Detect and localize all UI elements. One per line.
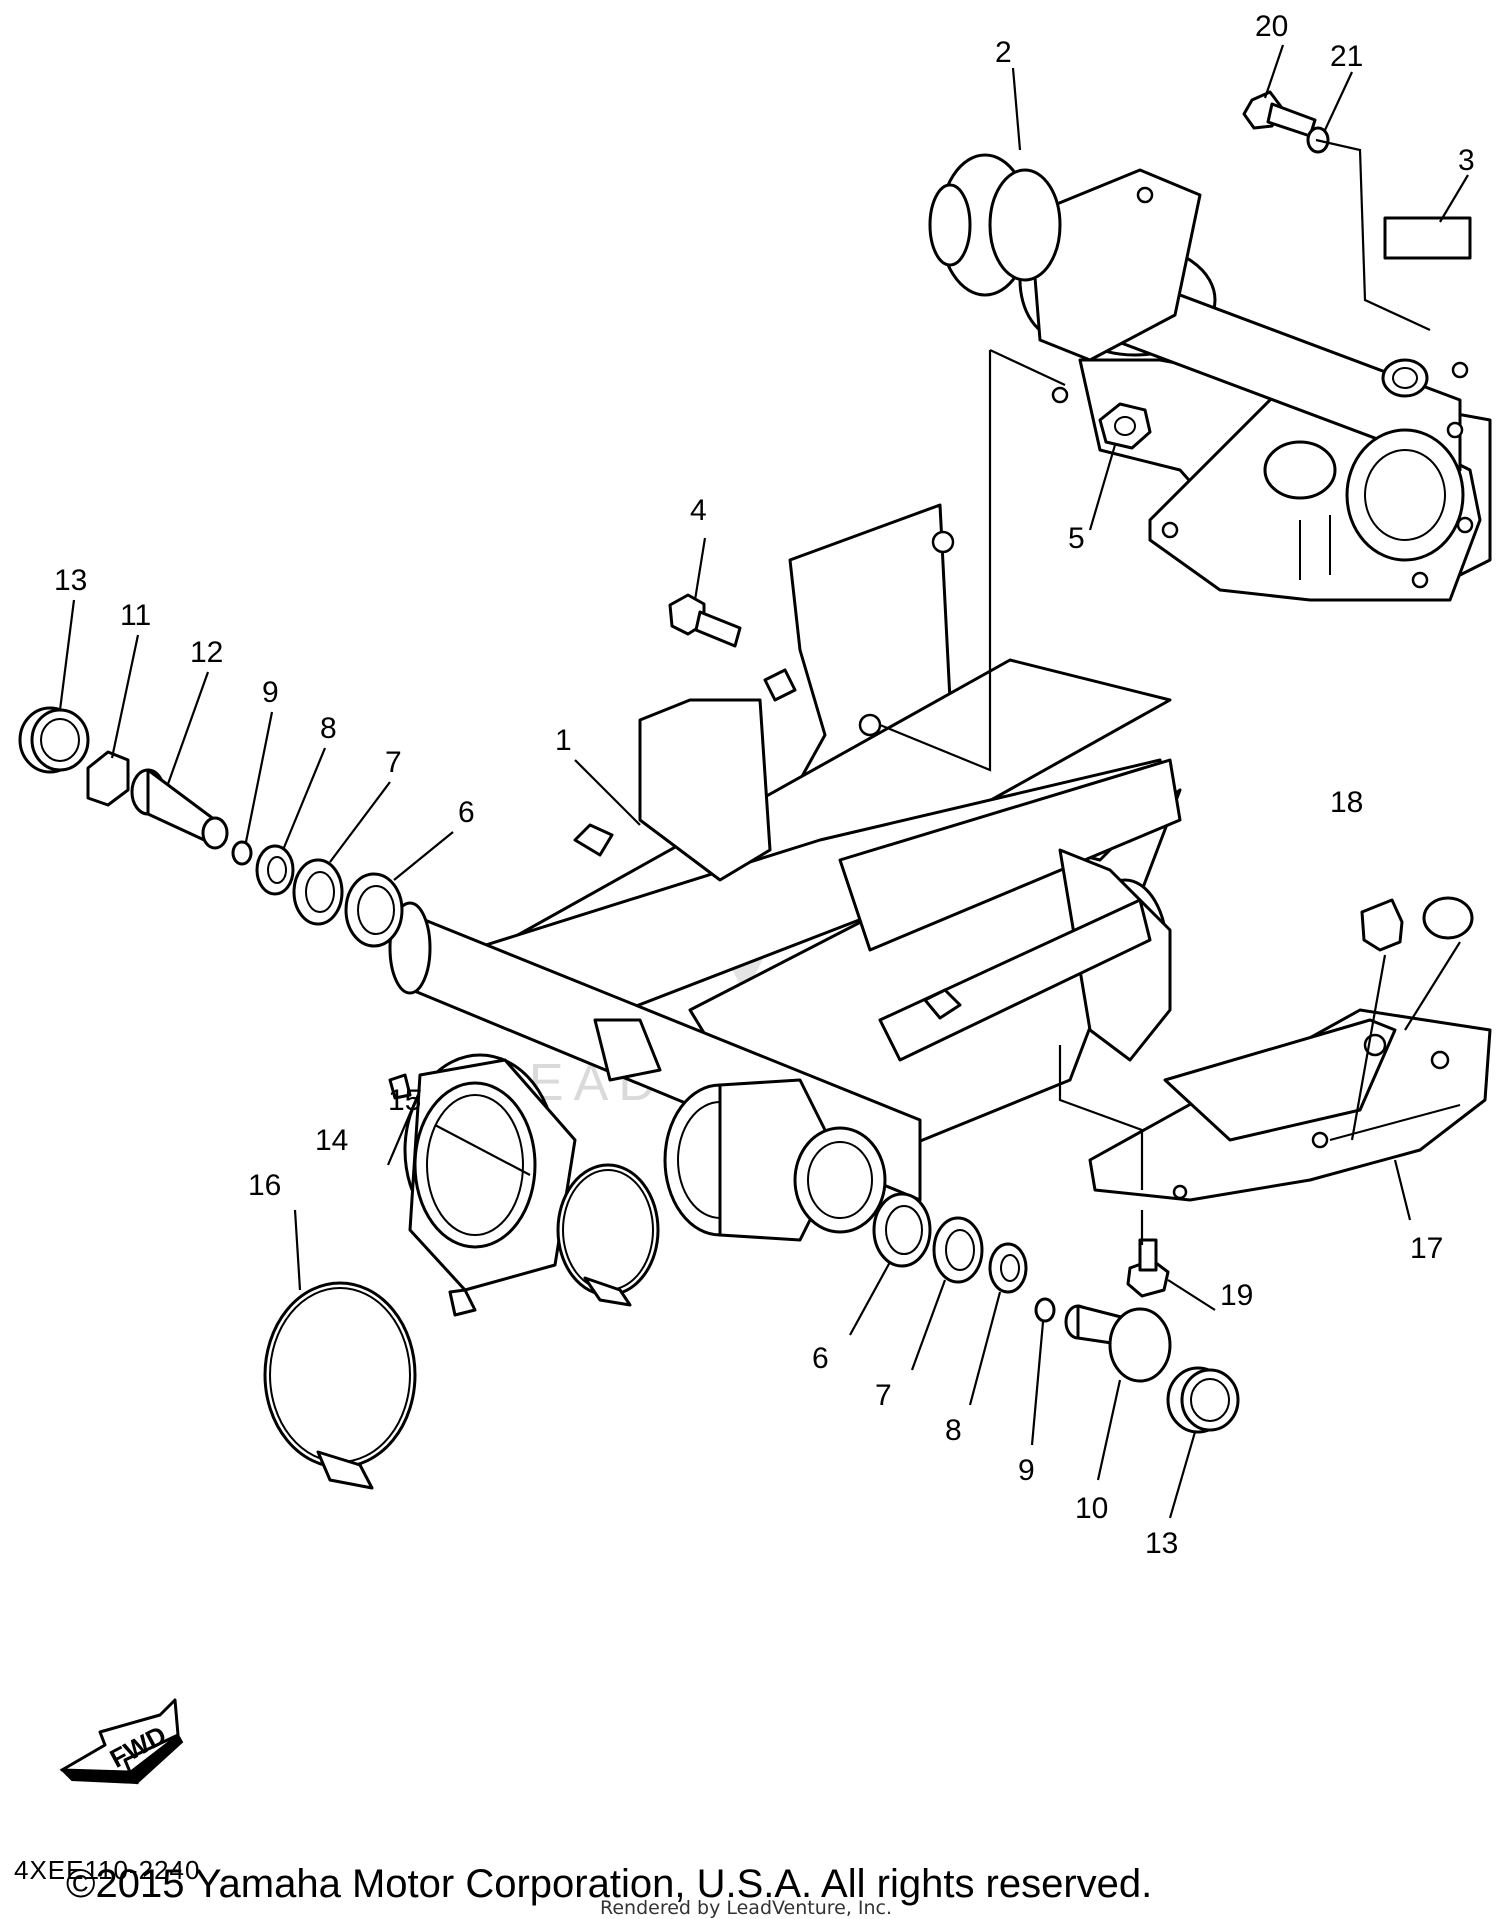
callout-6-left: 6 bbox=[458, 796, 475, 829]
axle-hub-part-2 bbox=[928, 153, 1492, 602]
callout-13-right: 13 bbox=[1145, 1527, 1178, 1560]
clip-icon bbox=[923, 988, 962, 1020]
swing-arm-part-1 bbox=[388, 503, 1182, 1242]
callout-14: 14 bbox=[315, 1124, 348, 1157]
callout-2: 2 bbox=[995, 36, 1012, 69]
callout-15: 15 bbox=[388, 1084, 421, 1117]
callout-17: 17 bbox=[1410, 1232, 1443, 1265]
bushing-part-8-right bbox=[988, 1242, 1028, 1294]
callout-9-left: 9 bbox=[262, 676, 279, 709]
clamp-part-16 bbox=[263, 1281, 417, 1490]
pivot-shaft-part-10 bbox=[1064, 1304, 1172, 1383]
callout-7-right: 7 bbox=[875, 1379, 892, 1412]
fwd-arrow-icon: FWD bbox=[59, 1698, 184, 1785]
oring-part-9-right bbox=[1034, 1297, 1056, 1323]
cap-part-13-left bbox=[18, 706, 90, 774]
callout-7-left: 7 bbox=[385, 746, 402, 779]
clip-icon bbox=[573, 823, 614, 857]
guard-part-17 bbox=[1088, 1008, 1492, 1202]
callout-1: 1 bbox=[555, 724, 572, 757]
cap-part-13-right bbox=[1166, 1366, 1240, 1434]
callout-13-left: 13 bbox=[54, 564, 87, 597]
callout-16: 16 bbox=[248, 1169, 281, 1202]
callout-21: 21 bbox=[1330, 40, 1363, 73]
callout-8-left: 8 bbox=[320, 712, 337, 745]
clip-icon bbox=[763, 668, 797, 702]
plug-part-18-a bbox=[1360, 898, 1404, 952]
callout-12: 12 bbox=[190, 636, 223, 669]
pivot-shaft-part-12 bbox=[130, 768, 229, 850]
bolt-part-4 bbox=[668, 593, 742, 648]
bolt-part-20 bbox=[1242, 90, 1317, 138]
callout-10: 10 bbox=[1075, 1492, 1108, 1525]
boot-part-14 bbox=[388, 1053, 577, 1317]
bolt-part-19 bbox=[1126, 1238, 1170, 1298]
callout-9-right: 9 bbox=[1018, 1454, 1035, 1487]
callout-5: 5 bbox=[1068, 522, 1085, 555]
callout-4: 4 bbox=[690, 494, 707, 527]
oil-seal-part-7-right bbox=[932, 1216, 984, 1284]
callout-6-right: 6 bbox=[812, 1342, 829, 1375]
clamp-part-15 bbox=[556, 1163, 660, 1307]
bushing-part-8-left bbox=[255, 844, 295, 896]
collar-part-11 bbox=[86, 750, 130, 807]
oil-seal-part-7-left bbox=[292, 858, 344, 926]
plug-part-18-b bbox=[1422, 896, 1474, 940]
copyright-notice: ©2015 Yamaha Motor Corporation, U.S.A. A… bbox=[66, 1862, 1153, 1906]
callout-18: 18 bbox=[1330, 786, 1363, 819]
rendered-by-credit: Rendered by LeadVenture, Inc. bbox=[600, 1897, 893, 1919]
diagram-code: 4XEE110-2240 bbox=[14, 1855, 201, 1885]
reference-lines bbox=[879, 138, 1461, 1245]
callout-20: 20 bbox=[1255, 10, 1288, 43]
nut-part-5 bbox=[1098, 402, 1152, 450]
callout-3: 3 bbox=[1458, 144, 1475, 177]
callout-8-right: 8 bbox=[945, 1414, 962, 1447]
callout-labels: 2 20 21 3 5 4 1 13 11 12 9 8 7 6 15 14 1… bbox=[54, 10, 1475, 1560]
label-part-3 bbox=[1383, 216, 1472, 260]
oring-part-9-left bbox=[231, 840, 253, 866]
bearing-part-6-right bbox=[872, 1192, 932, 1268]
callout-11: 11 bbox=[120, 599, 151, 632]
callout-19: 19 bbox=[1220, 1279, 1253, 1312]
bearing-part-6-left bbox=[344, 872, 404, 948]
leader-lines bbox=[58, 44, 1469, 1519]
